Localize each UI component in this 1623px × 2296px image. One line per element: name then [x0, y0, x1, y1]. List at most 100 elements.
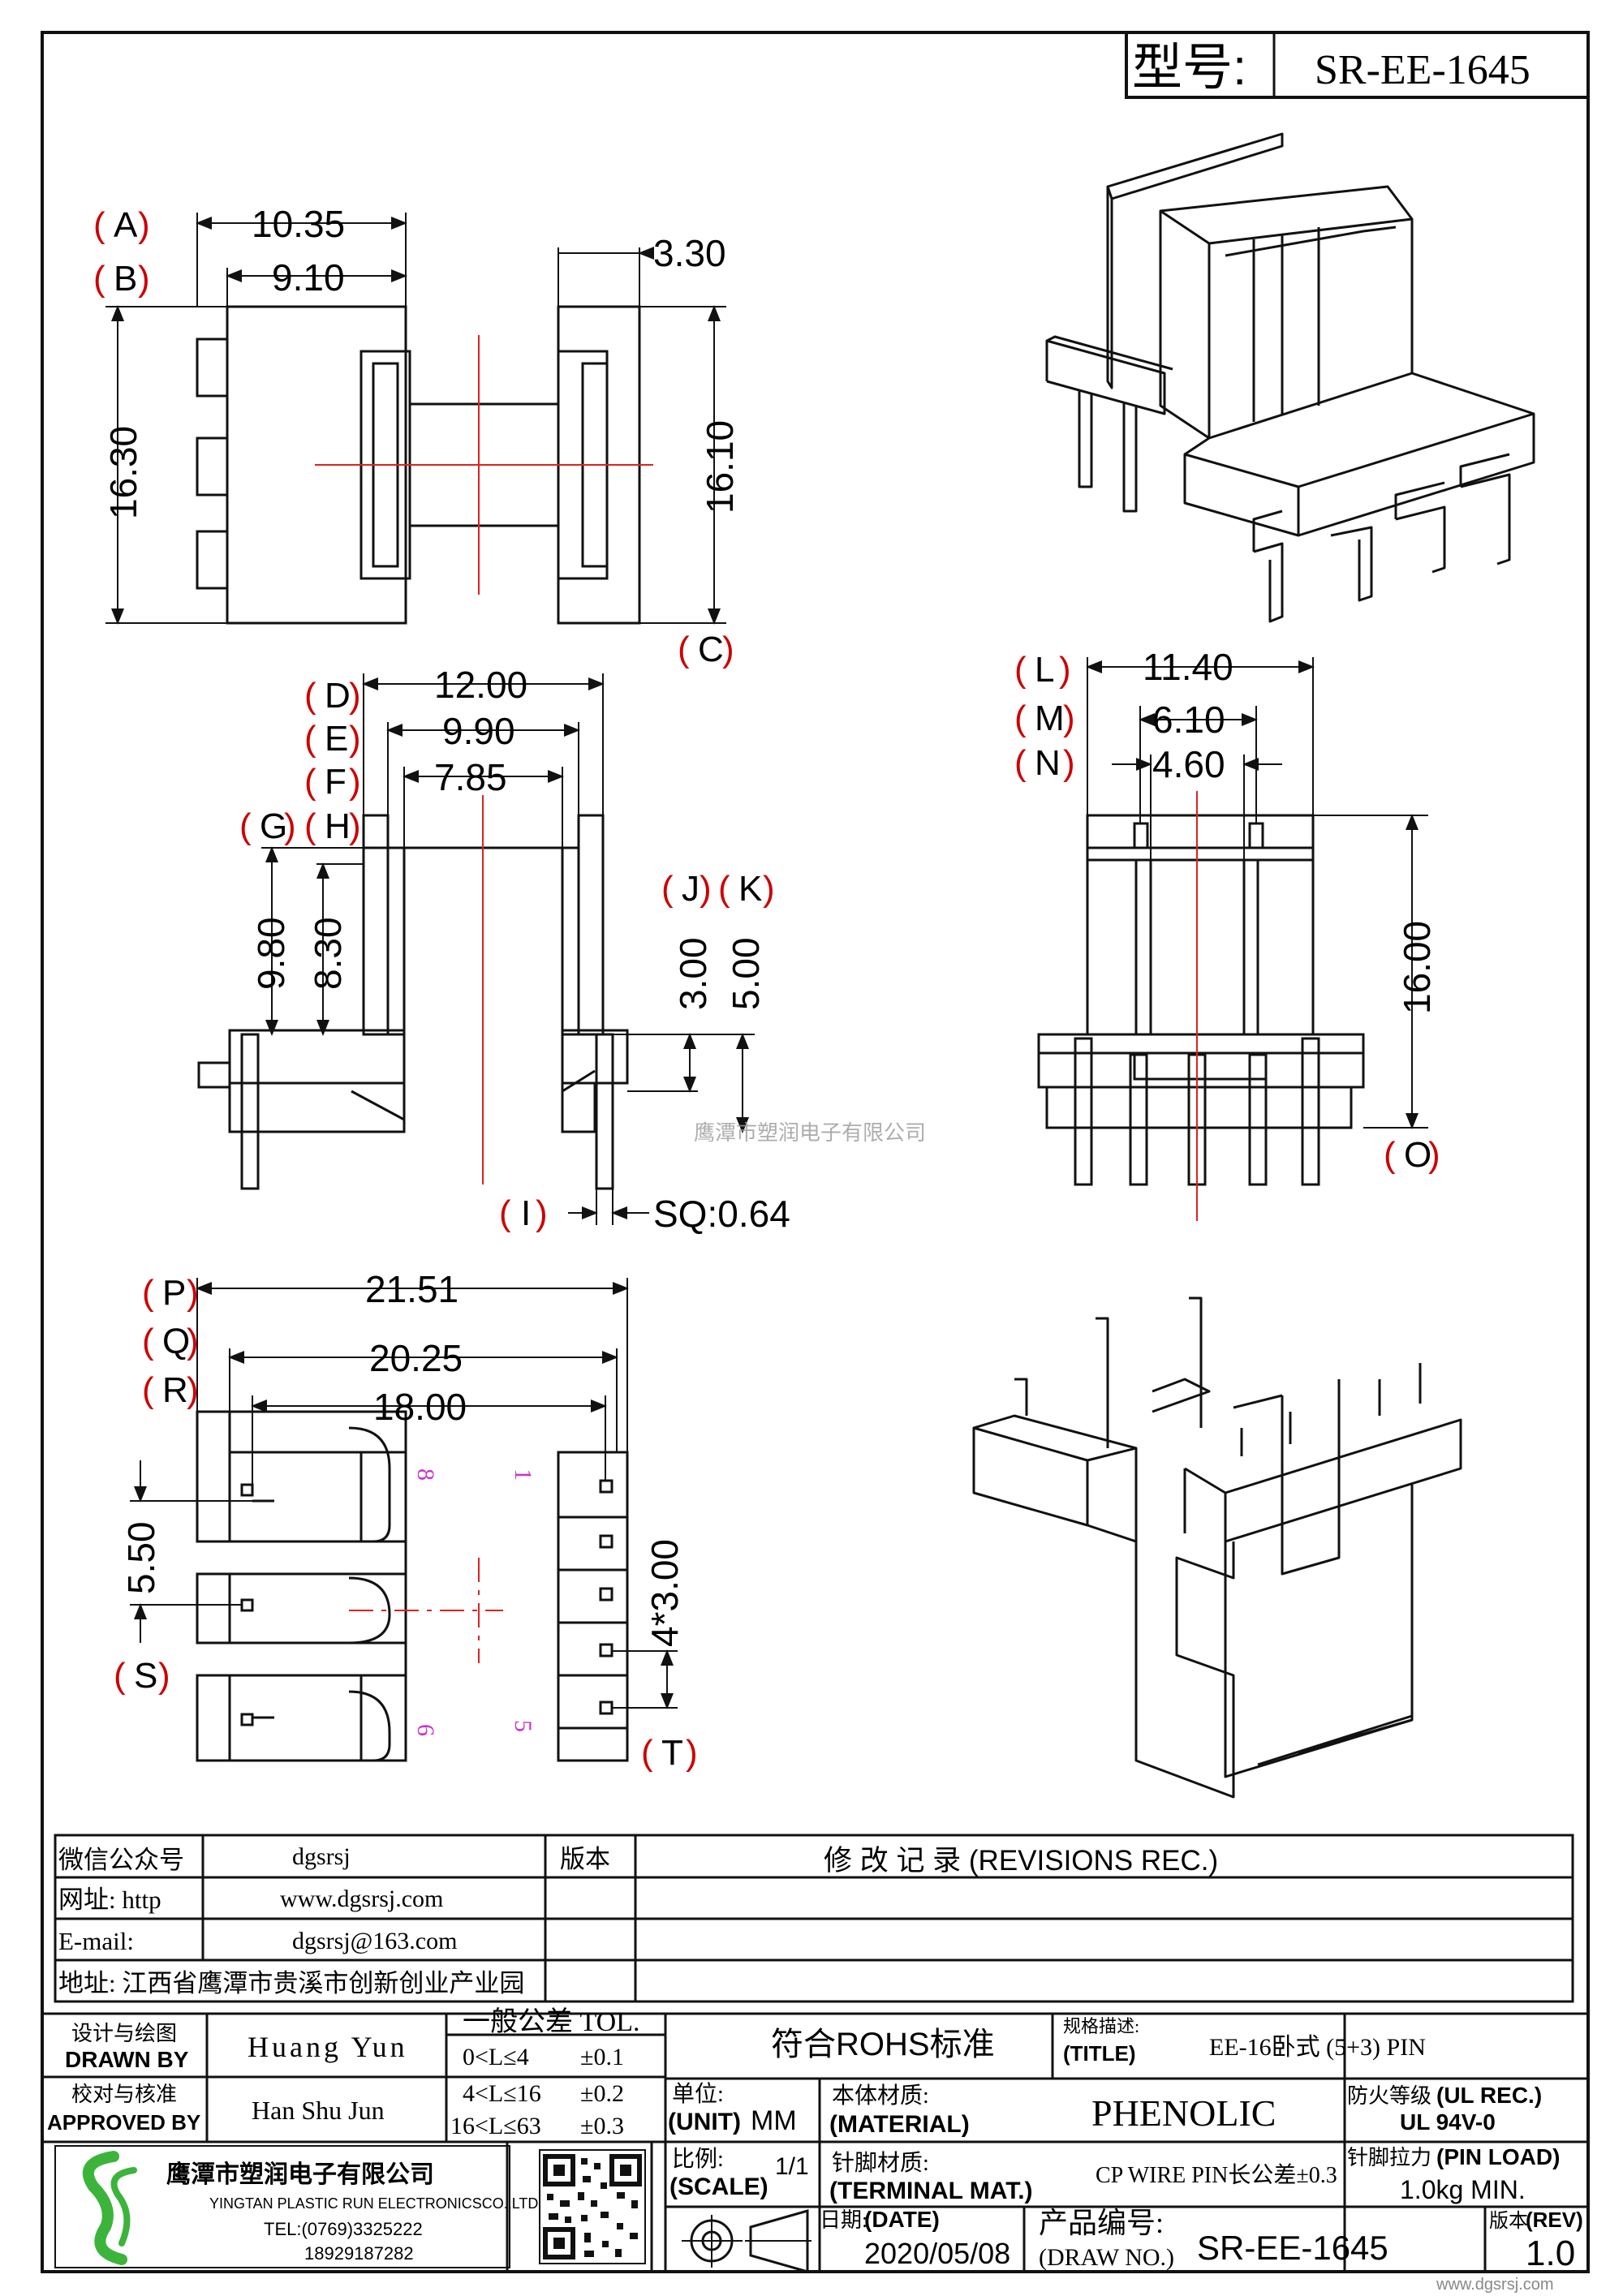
- svg-text:(: (: [1014, 699, 1027, 738]
- fire-value: UL 94V-0: [1400, 2109, 1496, 2135]
- dim-tag-Q: ( Q ) 20.25: [142, 1322, 463, 1379]
- pin-numbers: 8 1 6 5: [412, 1468, 536, 1736]
- svg-text:): ): [187, 1273, 199, 1313]
- dim-D-value: 12.00: [434, 664, 527, 706]
- dim-Q-value: 20.25: [369, 1337, 463, 1379]
- pin-1-label: 1: [510, 1468, 536, 1481]
- tag-O: O: [1404, 1135, 1431, 1175]
- tag-H: H: [325, 806, 351, 846]
- scale-value: 1/1: [775, 2153, 809, 2180]
- tag-C: C: [698, 630, 724, 669]
- svg-text:): ): [700, 869, 712, 909]
- svg-text:): ): [349, 762, 361, 802]
- rev-cn: 版本: [1489, 2210, 1528, 2232]
- svg-text:): ): [349, 806, 361, 846]
- revisions-title: 修 改 记 录 (REVISIONS REC.): [824, 1845, 1218, 1877]
- drawno-cn: 产品编号:: [1039, 2207, 1164, 2239]
- dim-G-value: 9.80: [250, 917, 292, 990]
- tag-A: A: [114, 205, 138, 245]
- svg-text:(: (: [1014, 743, 1027, 783]
- dim-lines-view3: [1086, 660, 1419, 1129]
- title-block: [41, 1834, 1590, 2273]
- projection-symbol-icon: [682, 2209, 812, 2273]
- fire-cn: 防火等级: [1347, 2084, 1431, 2108]
- dim-height-left-value: 16.30: [102, 426, 144, 519]
- tag-P: P: [162, 1273, 186, 1313]
- dim-tag-D: ( D ) 12.00: [304, 664, 527, 716]
- unit-cn: 单位:: [672, 2081, 724, 2107]
- svg-text:): ): [284, 806, 296, 846]
- watermark: 鹰潭市塑润电子有限公司: [694, 1120, 926, 1145]
- svg-text:): ): [763, 869, 775, 909]
- dim-P-value: 21.51: [365, 1268, 458, 1310]
- svg-text:(: (: [142, 1322, 154, 1361]
- dim-B-value: 9.10: [272, 256, 345, 299]
- rev-en: (REV): [1526, 2208, 1583, 2232]
- svg-text:(: (: [304, 762, 316, 802]
- svg-text:(: (: [93, 205, 105, 245]
- tag-B: B: [114, 259, 137, 299]
- tol-value-3: ±0.3: [580, 2113, 624, 2139]
- dim-T-value: 4*3.00: [644, 1539, 686, 1647]
- pin-5-label: 5: [510, 1720, 536, 1732]
- terminal-value: CP WIRE PIN长公差±0.3: [1096, 2162, 1337, 2188]
- isometric-view-top: [1045, 132, 1535, 623]
- web-value: www.dgsrsj.com: [280, 1885, 443, 1912]
- svg-text:): ): [158, 1656, 170, 1696]
- material-en: (MATERIAL): [829, 2111, 970, 2138]
- svg-text:(: (: [304, 806, 316, 846]
- isometric-view-bottom: [972, 1296, 1462, 1799]
- company-logo-icon: [82, 2151, 137, 2265]
- terminal-cn: 针脚材质:: [832, 2150, 929, 2176]
- svg-text:(: (: [661, 869, 674, 909]
- dim-tag-A: ( A ) 10.35: [93, 203, 345, 245]
- tol-range-3: 16<L≤63: [450, 2113, 541, 2139]
- dim-K-value: 5.00: [725, 937, 767, 1010]
- svg-text:): ): [686, 1733, 698, 1773]
- drawno-en: (DRAW NO.): [1039, 2244, 1174, 2271]
- dim-E-value: 9.90: [442, 710, 515, 752]
- dim-lines-view2: [265, 677, 749, 1219]
- dim-tag-H: ( H ): [304, 806, 361, 846]
- side-view-left: [105, 213, 407, 625]
- unit-value: MM: [751, 2105, 797, 2136]
- dim-R-value: 18.00: [373, 1386, 467, 1428]
- dim-N-value: 4.60: [1152, 743, 1225, 785]
- dim-tag-O: ( O ): [1384, 1135, 1440, 1175]
- dim-A-value: 10.35: [252, 203, 345, 245]
- centerlines-view1: [315, 335, 653, 595]
- company-mobile: 18929187282: [304, 2243, 414, 2264]
- tag-J: J: [682, 869, 700, 909]
- dim-tag-K: ( K ): [718, 869, 775, 909]
- terminal-en: (TERMINAL MAT.): [829, 2178, 1033, 2204]
- wechat-label: 微信公众号: [58, 1846, 184, 1874]
- drawn-name: Huang Yun: [248, 2031, 408, 2063]
- svg-text:(: (: [1384, 1135, 1396, 1175]
- centerlines-view4: [349, 1558, 503, 1663]
- dim-C-value: 16.10: [699, 420, 741, 514]
- svg-text:): ): [1063, 699, 1075, 738]
- footer-watermark: www.dgsrsj.com: [1436, 2276, 1553, 2294]
- rohs-label: 符合ROHS标准: [771, 2027, 995, 2062]
- spec-value: EE-16卧式 (5+3) PIN: [1209, 2034, 1426, 2061]
- tag-I: I: [521, 1193, 531, 1233]
- dim-tag-T: ( T ): [641, 1733, 698, 1773]
- dim-tag-E: ( E ) 9.90: [304, 710, 515, 759]
- scale-en: (SCALE): [669, 2173, 768, 2200]
- dim-tag-M: ( M ) 6.10: [1014, 699, 1225, 741]
- dim-tag-G: ( G ): [239, 806, 296, 846]
- svg-text:(: (: [114, 1656, 126, 1696]
- dim-S-value: 5.50: [120, 1521, 162, 1594]
- tag-G: G: [260, 806, 287, 846]
- wechat-value: dgsrsj: [292, 1843, 351, 1870]
- company-name-cn: 鹰潭市塑润电子有限公司: [166, 2161, 434, 2188]
- svg-text:): ): [187, 1370, 199, 1410]
- model-header: 型号: SR-EE-1645: [1125, 31, 1590, 99]
- tag-S: S: [134, 1656, 157, 1696]
- svg-text:): ): [1428, 1135, 1440, 1175]
- company-name-en: YINGTAN PLASTIC RUN ELECTRONICSCO.,LTD: [209, 2195, 538, 2212]
- dim-L-value: 11.40: [1143, 646, 1233, 688]
- tag-E: E: [325, 719, 348, 759]
- dim-M-value: 6.10: [1152, 699, 1225, 741]
